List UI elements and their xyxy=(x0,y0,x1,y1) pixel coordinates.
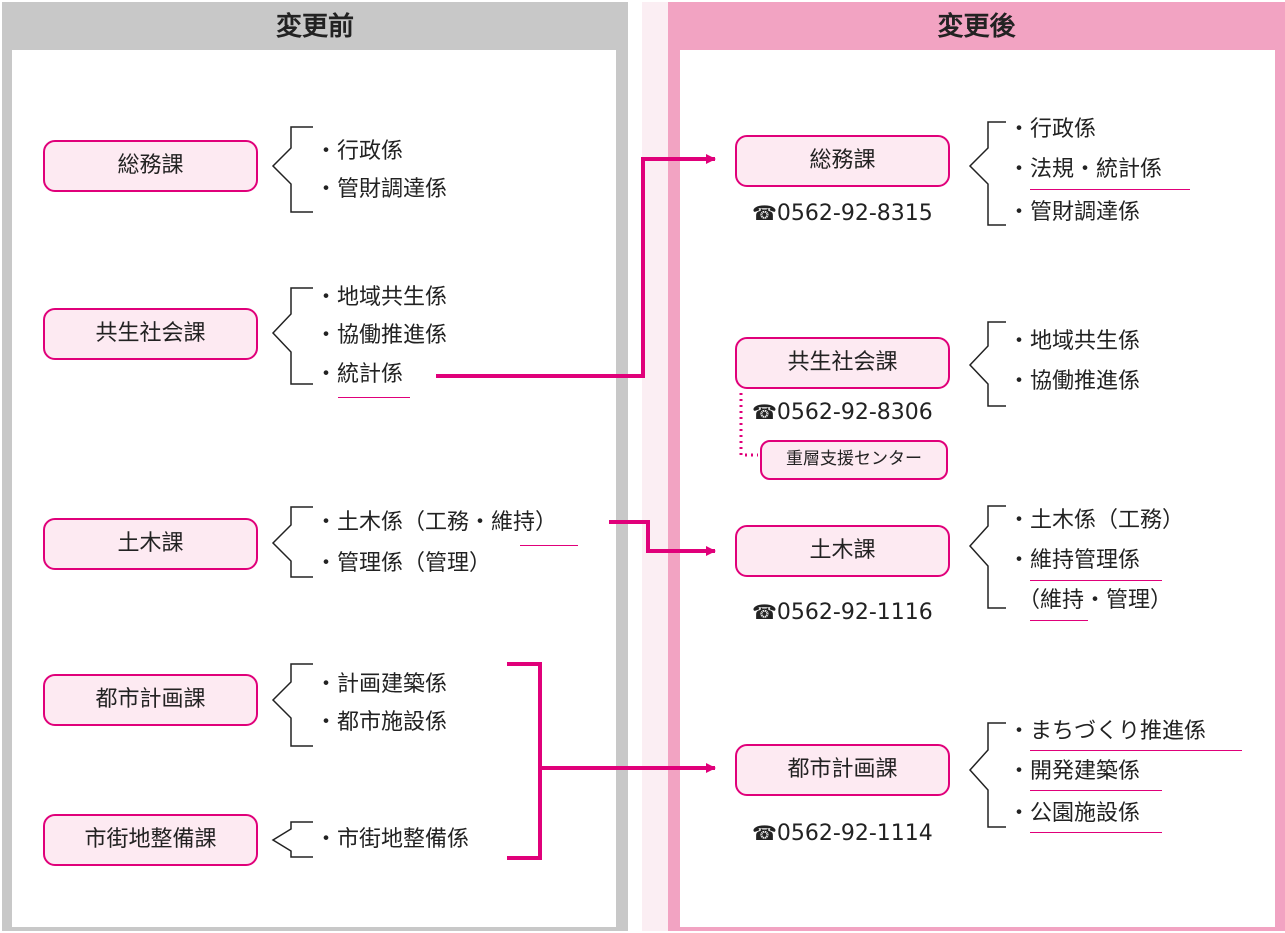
after-section: ・土木係（工務） xyxy=(1008,508,1185,533)
phone-icon: ☎ xyxy=(752,201,777,225)
after-brackets xyxy=(968,121,1006,828)
phone-icon: ☎ xyxy=(752,400,777,424)
before-dept-urban-redevelopment: 市街地整備課 xyxy=(43,814,258,866)
before-section: ・市街地整備係 xyxy=(315,827,470,852)
new-section-underline xyxy=(1030,832,1162,833)
before-section: ・管理係（管理） xyxy=(315,551,492,576)
after-phone-city-planning: ☎0562-92-1114 xyxy=(752,818,933,849)
after-dept-inclusive-society: 共生社会課 xyxy=(735,337,950,389)
after-section: ・地域共生係 xyxy=(1008,329,1141,354)
maintenance-underline xyxy=(520,545,578,546)
before-section-statistics: ・統計係 xyxy=(315,360,403,390)
after-section: ・協働推進係 xyxy=(1008,369,1141,394)
before-dept-inclusive-society: 共生社会課 xyxy=(43,308,258,360)
city-planning-bracket xyxy=(507,662,542,860)
new-section-underline xyxy=(1030,189,1190,190)
after-header-title: 変更後 xyxy=(937,12,1016,42)
phone-number: 0562-92-1116 xyxy=(776,600,933,625)
before-dept-civil-engineering: 土木課 xyxy=(43,518,258,570)
phone-icon: ☎ xyxy=(752,821,777,845)
after-section-new: ・維持管理係 xyxy=(1008,548,1141,573)
before-section: ・管財調達係 xyxy=(315,177,448,202)
phone-icon: ☎ xyxy=(752,600,777,624)
before-section: ・都市施設係 xyxy=(315,710,448,735)
phone-number: 0562-92-1114 xyxy=(776,821,933,846)
after-section-new: ・まちづくり推進係 xyxy=(1008,719,1207,744)
before-header-title: 変更前 xyxy=(275,12,354,42)
after-section-label: ・法規・統計係 xyxy=(1008,157,1163,182)
after-section: ・管財調達係 xyxy=(1008,200,1141,225)
support-center-box: 重層支援センター xyxy=(760,440,948,480)
after-phone-general-affairs: ☎0562-92-8315 xyxy=(752,198,933,229)
before-section: ・行政係 xyxy=(315,139,404,164)
arrow-civil-to-civil xyxy=(609,520,716,556)
new-section-underline xyxy=(1030,790,1162,791)
after-dept-civil-engineering: 土木課 xyxy=(735,525,950,577)
before-section: ・土木係（工務・維持） xyxy=(315,510,558,535)
before-section-statistics-label: ・統計係 xyxy=(315,362,404,387)
note-underline xyxy=(1030,620,1088,621)
before-panel-body xyxy=(12,50,616,927)
after-dept-general-affairs: 総務課 xyxy=(735,135,950,187)
after-section-note: （維持・管理） xyxy=(1018,588,1173,613)
new-section-underline xyxy=(1030,750,1242,751)
support-center-link xyxy=(739,393,758,457)
before-dept-city-planning: 都市計画課 xyxy=(43,674,258,726)
after-section-new: ・開発建築係 xyxy=(1008,759,1141,784)
phone-number: 0562-92-8315 xyxy=(776,201,933,226)
after-phone-civil-engineering: ☎0562-92-1116 xyxy=(752,597,933,628)
statistics-underline xyxy=(338,397,410,398)
before-section: ・計画建築係 xyxy=(315,672,448,697)
arrow-statistics-to-general-affairs xyxy=(436,154,716,378)
before-dept-general-affairs: 総務課 xyxy=(43,140,258,192)
after-dept-city-planning: 都市計画課 xyxy=(735,744,950,796)
after-phone-inclusive-society: ☎0562-92-8306 xyxy=(752,397,933,428)
before-section: ・協働推進係 xyxy=(315,323,448,348)
after-section: ・行政係 xyxy=(1008,117,1097,142)
before-section: ・地域共生係 xyxy=(315,285,448,310)
before-brackets xyxy=(271,126,313,858)
after-section-new: ・法規・統計係 xyxy=(1008,155,1162,185)
phone-number: 0562-92-8306 xyxy=(776,400,933,425)
after-section-new: ・公園施設係 xyxy=(1008,801,1141,826)
new-section-underline xyxy=(1030,580,1162,581)
